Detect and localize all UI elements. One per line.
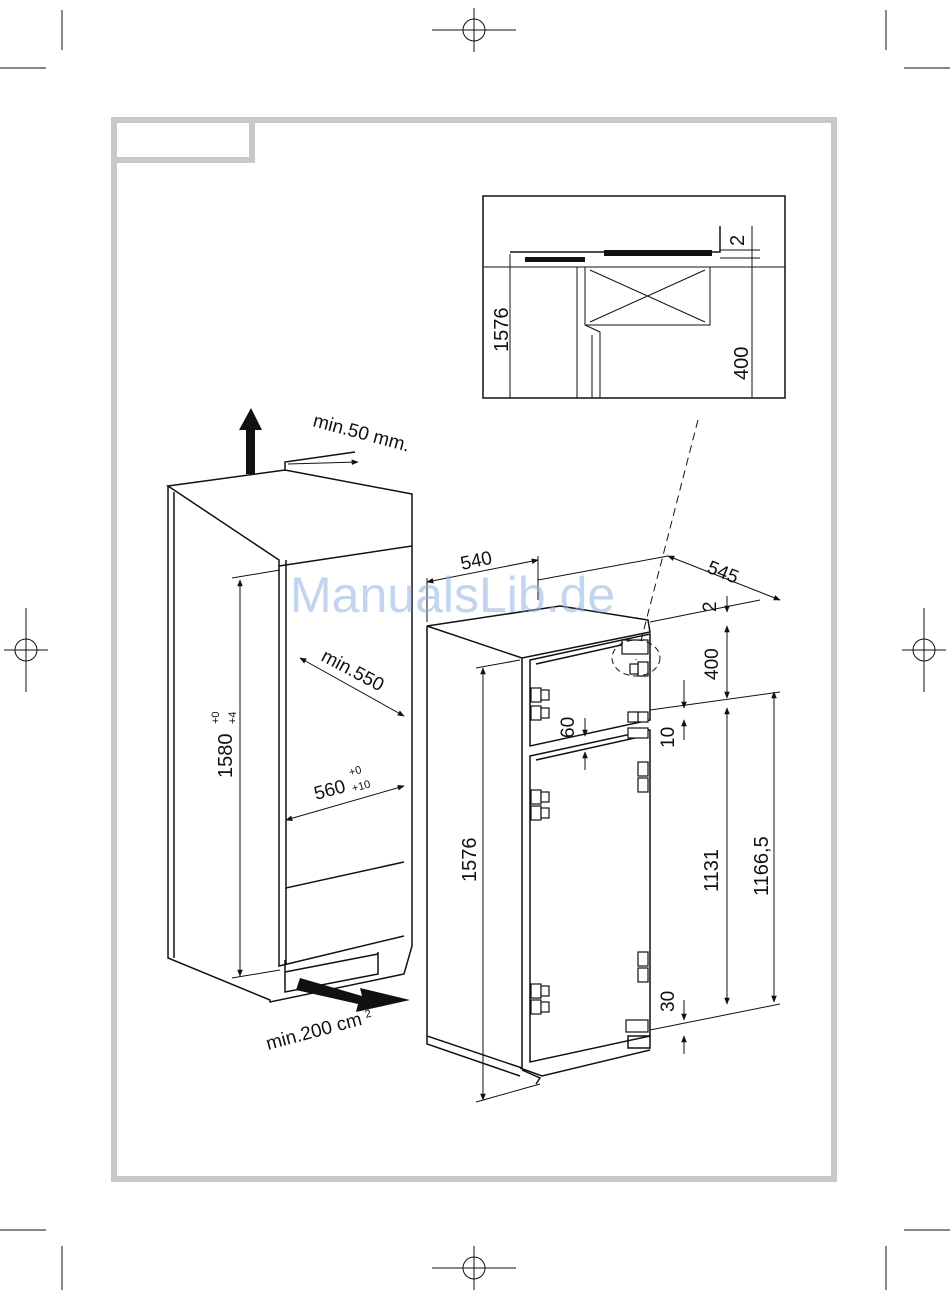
inset-depth-label: 400 bbox=[731, 347, 753, 380]
appliance-depth-label: 545 bbox=[704, 557, 741, 588]
niche-width-label: 560 bbox=[312, 776, 348, 804]
niche-height-label: 1580 bbox=[215, 734, 237, 779]
appliance-door-gap-label: 60 bbox=[558, 717, 579, 738]
niche-width-tol-upper: +0 bbox=[348, 764, 363, 779]
vent-bottom-label: min.200 cm bbox=[264, 1009, 364, 1055]
hinge-brackets bbox=[531, 640, 648, 1032]
vent-arrow-in-icon bbox=[296, 978, 410, 1012]
registration-mark-right bbox=[902, 608, 946, 692]
inset-height-label: 1576 bbox=[491, 308, 513, 353]
appliance-door-spacing-label: 10 bbox=[658, 727, 679, 748]
appliance-lower-total-label: 1166,5 bbox=[751, 836, 773, 896]
appliance-top-section-label: 400 bbox=[702, 648, 723, 680]
niche-depth-label: min.550 bbox=[318, 646, 388, 696]
niche-height-tol-lower: +4 bbox=[227, 711, 239, 724]
appliance-dimension-lines bbox=[427, 556, 780, 1102]
appliance-bottom-gap-label: 30 bbox=[658, 991, 679, 1012]
inset-leader-line bbox=[636, 420, 698, 660]
header-tab bbox=[114, 120, 252, 160]
niche-width-tol-lower: +10 bbox=[351, 778, 372, 794]
vent-top-label: min.50 mm. bbox=[311, 411, 412, 457]
cabinet-niche-drawing bbox=[168, 452, 412, 1002]
registration-mark-bottom bbox=[432, 1246, 516, 1290]
crop-marks bbox=[0, 10, 950, 1290]
niche-dimension-lines bbox=[232, 462, 404, 978]
appliance-top-gap-label: 2 bbox=[700, 601, 721, 612]
niche-height-tol-upper: +0 bbox=[210, 711, 222, 724]
registration-mark-left bbox=[4, 608, 48, 692]
appliance-total-height-label: 1576 bbox=[459, 838, 481, 883]
vent-bottom-unit-sup: 2 bbox=[364, 1008, 373, 1021]
registration-mark-top bbox=[432, 8, 516, 52]
inset-gap-label: 2 bbox=[727, 235, 749, 246]
appliance-lower-door-label: 1131 bbox=[701, 849, 723, 892]
watermark-text: ManualsLib.de bbox=[290, 567, 615, 623]
vent-arrow-up-icon bbox=[239, 408, 262, 474]
